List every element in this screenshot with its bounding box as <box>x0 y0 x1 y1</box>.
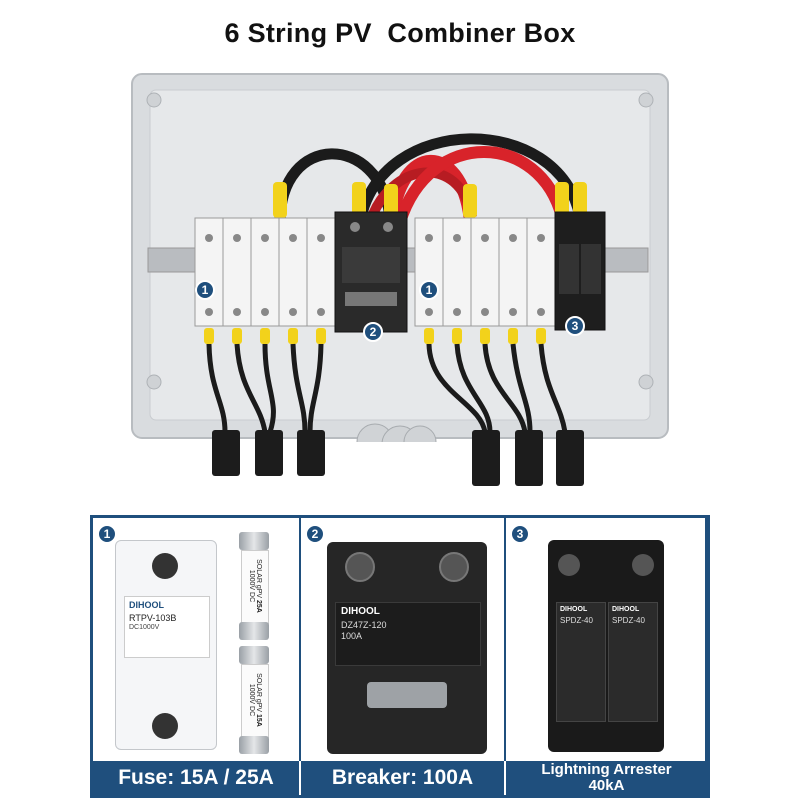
arrester-brand-left: DIHOOL <box>560 606 588 613</box>
breaker-brand: DIHOOL <box>341 606 380 617</box>
fuse-25a-voltage: 1000V DC <box>248 569 255 603</box>
callout-badge-fuse-right: 1 <box>419 280 439 300</box>
arrester-model-left: SPDZ-40 <box>560 616 593 625</box>
arrester-body: DIHOOL SPDZ-40 DIHOOL SPDZ-40 <box>548 540 664 752</box>
caption-arrester-line1: Lightning Arrester <box>541 761 672 778</box>
fuse-25a-text: SOLAR gPV <box>255 559 262 599</box>
arrester-panel: 3 DIHOOL SPDZ-40 DIHOOL SPDZ-40 <box>506 518 707 764</box>
fuse-holder: DIHOOL RTPV-103B DC1000V <box>115 540 217 750</box>
fuse-15a-rating: 15A <box>255 714 262 727</box>
breaker-toggle <box>367 682 447 708</box>
breaker-model: DZ47Z-120 <box>341 620 387 630</box>
page-title: 6 String PV Combiner Box <box>224 18 576 48</box>
caption-arrester: Lightning Arrester 40kA <box>506 761 707 795</box>
callout-badge-arrester: 3 <box>565 316 585 336</box>
arrester-model-right: SPDZ-40 <box>612 616 645 625</box>
panel-badge-fuse: 1 <box>97 524 117 544</box>
fuse-15a-voltage: 1000V DC <box>248 683 255 717</box>
fuse-holder-rating: DC1000V <box>129 624 160 631</box>
breaker-rating: 100A <box>341 631 363 641</box>
callout-badge-breaker: 2 <box>363 322 383 342</box>
fuse-15a-text: SOLAR gPV <box>255 673 262 713</box>
arrester-brand-right: DIHOOL <box>612 606 640 613</box>
caption-arrester-line2: 40kA <box>588 777 625 794</box>
callout-badge-fuse-left: 1 <box>195 280 215 300</box>
component-panels: 1 DIHOOL RTPV-103B DC1000V SOLAR gPV 25A… <box>90 515 710 798</box>
fuse-holder-brand: DIHOOL <box>129 600 164 610</box>
combiner-box-photo: 1 2 1 3 <box>130 72 670 486</box>
fuse-cartridge-25a: SOLAR gPV 25A 1000V DC <box>239 532 269 640</box>
fuse-holder-model: RTPV-103B <box>129 613 177 623</box>
caption-breaker: Breaker: 100A <box>301 761 506 795</box>
panel-badge-arrester: 3 <box>510 524 530 544</box>
panel-badge-breaker: 2 <box>305 524 325 544</box>
fuse-panel: 1 DIHOOL RTPV-103B DC1000V SOLAR gPV 25A… <box>93 518 301 764</box>
fuse-25a-rating: 25A <box>255 600 262 613</box>
caption-fuse: Fuse: 15A / 25A <box>93 761 301 795</box>
breaker-body: DIHOOL DZ47Z-120 100A <box>327 542 487 754</box>
breaker-panel: 2 DIHOOL DZ47Z-120 100A <box>301 518 506 764</box>
fuse-cartridge-15a: SOLAR gPV 15A 1000V DC <box>239 646 269 754</box>
